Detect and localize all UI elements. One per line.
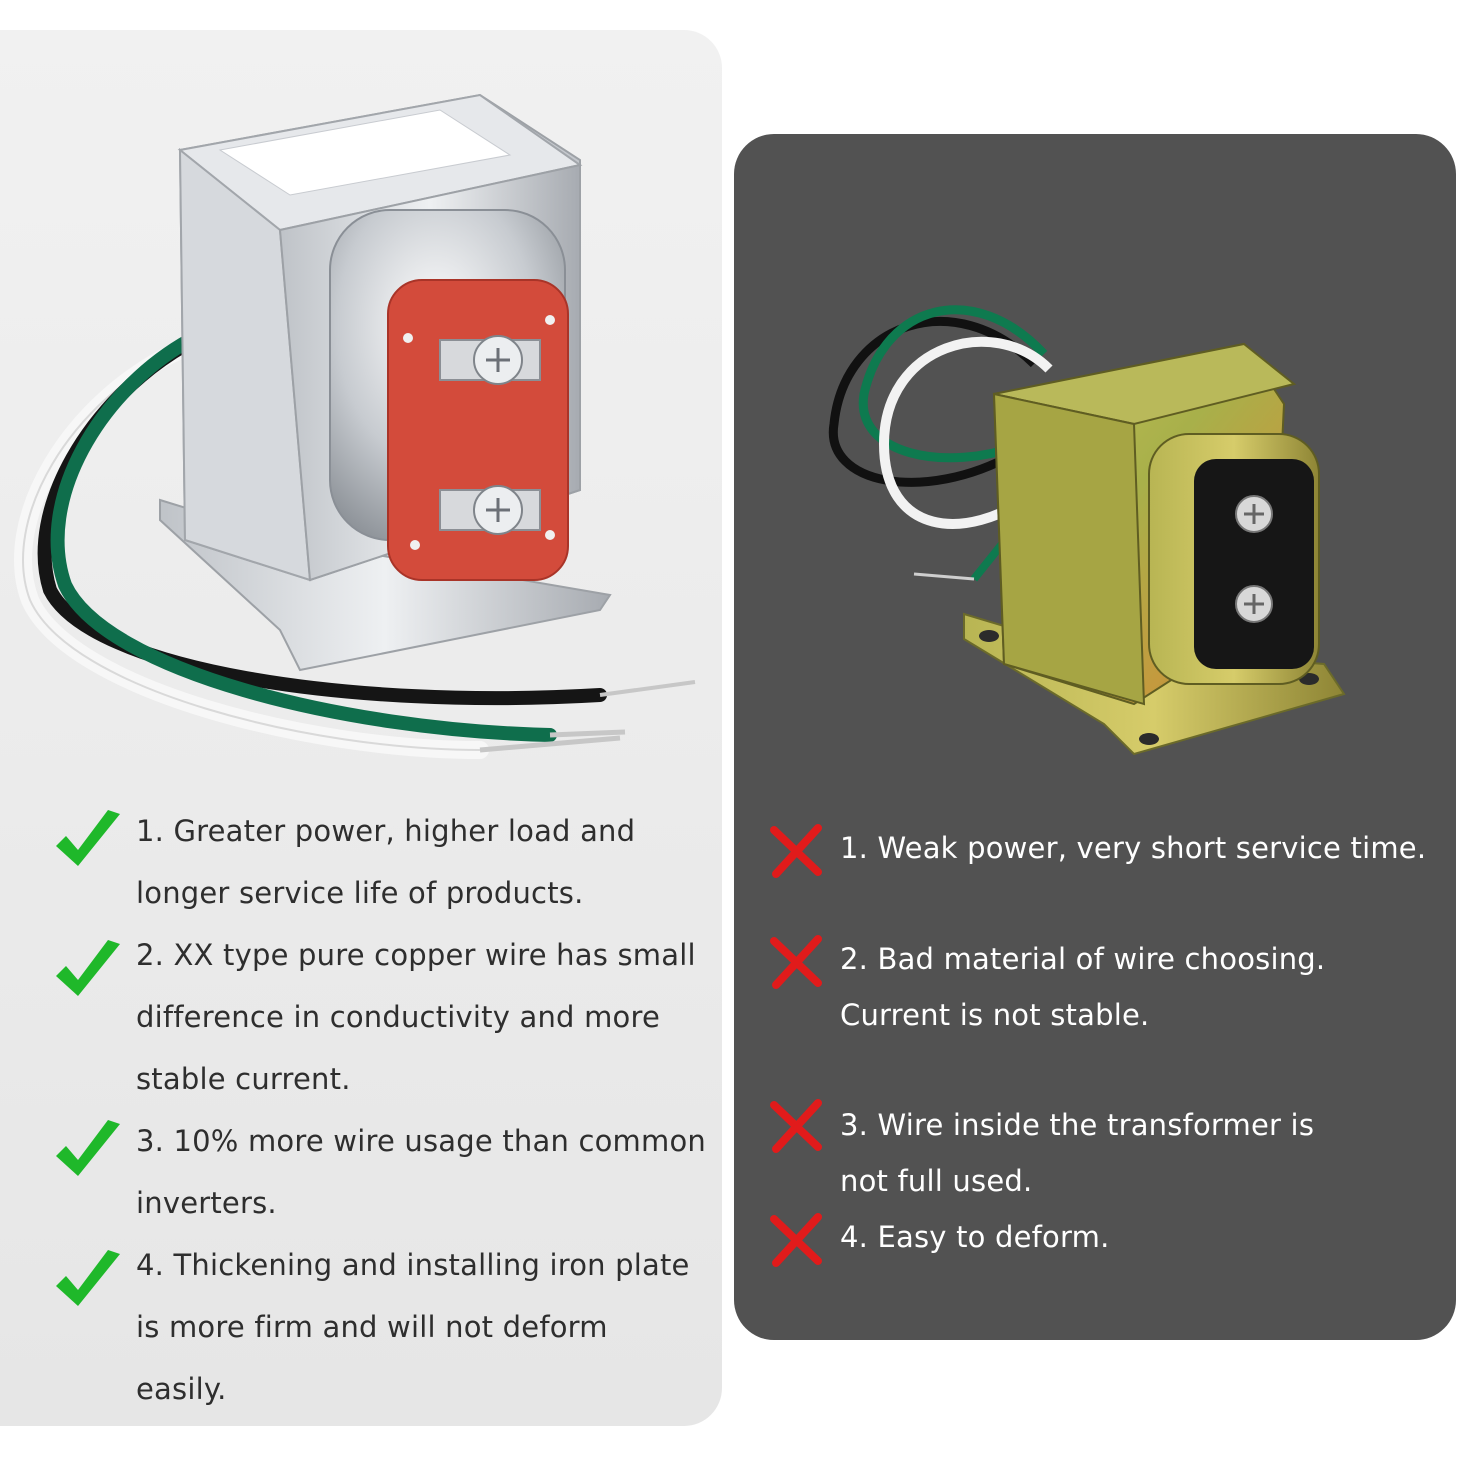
advantage-text: 2. XX type pure copper wire has small di… <box>136 938 696 1096</box>
disadvantage-text: 3. Wire inside the transformer is not fu… <box>840 1108 1315 1198</box>
advantage-text: 4. Thickening and installing iron plate … <box>136 1248 690 1406</box>
disadvantage-text: 1. Weak power, very short service time. <box>840 831 1427 865</box>
disadvantage-text: 2. Bad material of wire choosing. Curren… <box>840 942 1326 1032</box>
cross-icon <box>770 1213 822 1267</box>
good-product-panel: 1. Greater power, higher load and longer… <box>0 30 722 1426</box>
disadvantage-text: 4. Easy to deform. <box>840 1220 1110 1254</box>
check-icon <box>56 940 120 996</box>
advantage-text: 3. 10% more wire usage than common inver… <box>136 1124 706 1220</box>
cross-icon <box>770 1099 822 1153</box>
bad-transformer-image <box>828 305 1346 756</box>
check-icon <box>56 810 120 866</box>
bad-product-panel: 1. Weak power, very short service time. … <box>734 134 1456 1340</box>
check-icon <box>56 1250 120 1306</box>
cross-icon <box>770 824 822 878</box>
check-icon <box>56 1120 120 1176</box>
advantage-text: 1. Greater power, higher load and longer… <box>136 814 636 910</box>
good-transformer-image <box>14 93 696 759</box>
cross-icon <box>770 935 822 989</box>
